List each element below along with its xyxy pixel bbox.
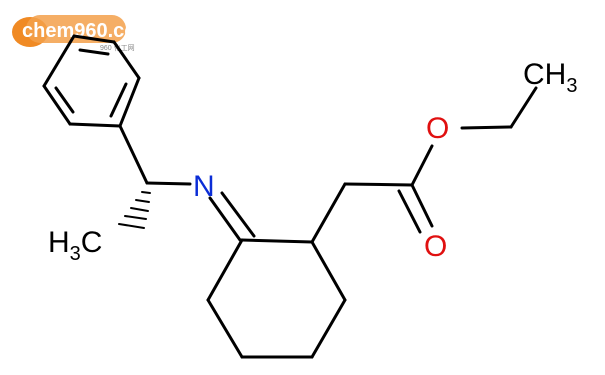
bond-c-o [410, 144, 434, 187]
bond [206, 238, 244, 302]
bond [118, 124, 149, 185]
double-bond-c-o [410, 183, 434, 228]
bond [206, 298, 244, 359]
logo-banner [26, 15, 126, 43]
bond-inner [109, 82, 128, 118]
bond-c-n [145, 181, 192, 186]
bond [509, 86, 538, 129]
bond-inner [78, 48, 110, 56]
carbonyl-oxygen-atom: O [424, 230, 447, 263]
bond [42, 34, 76, 88]
double-bond-c-n [208, 196, 242, 242]
bond [343, 182, 414, 187]
double-bond-c-o [397, 189, 422, 234]
cyclohexane-ring [206, 238, 347, 359]
phenyl-ring [42, 34, 141, 128]
bond [310, 182, 347, 244]
bond-inner [54, 86, 75, 114]
nitrogen-atom: N [193, 170, 215, 203]
bond [310, 240, 347, 302]
ester-oxygen-atom: O [426, 112, 449, 145]
bond [68, 122, 122, 128]
hashed-wedge-bond [118, 191, 151, 229]
bond [118, 76, 141, 128]
bond [460, 125, 513, 130]
double-bond-c-n [220, 191, 256, 238]
bond [240, 238, 314, 244]
methyl-left-label: H3C [48, 226, 102, 265]
bond [310, 298, 347, 359]
logo-wordmark: chem960.com [22, 20, 154, 42]
bond [42, 84, 72, 126]
methyl-right-label: CH3 [523, 58, 577, 97]
bond [112, 40, 141, 80]
bond [72, 34, 116, 44]
